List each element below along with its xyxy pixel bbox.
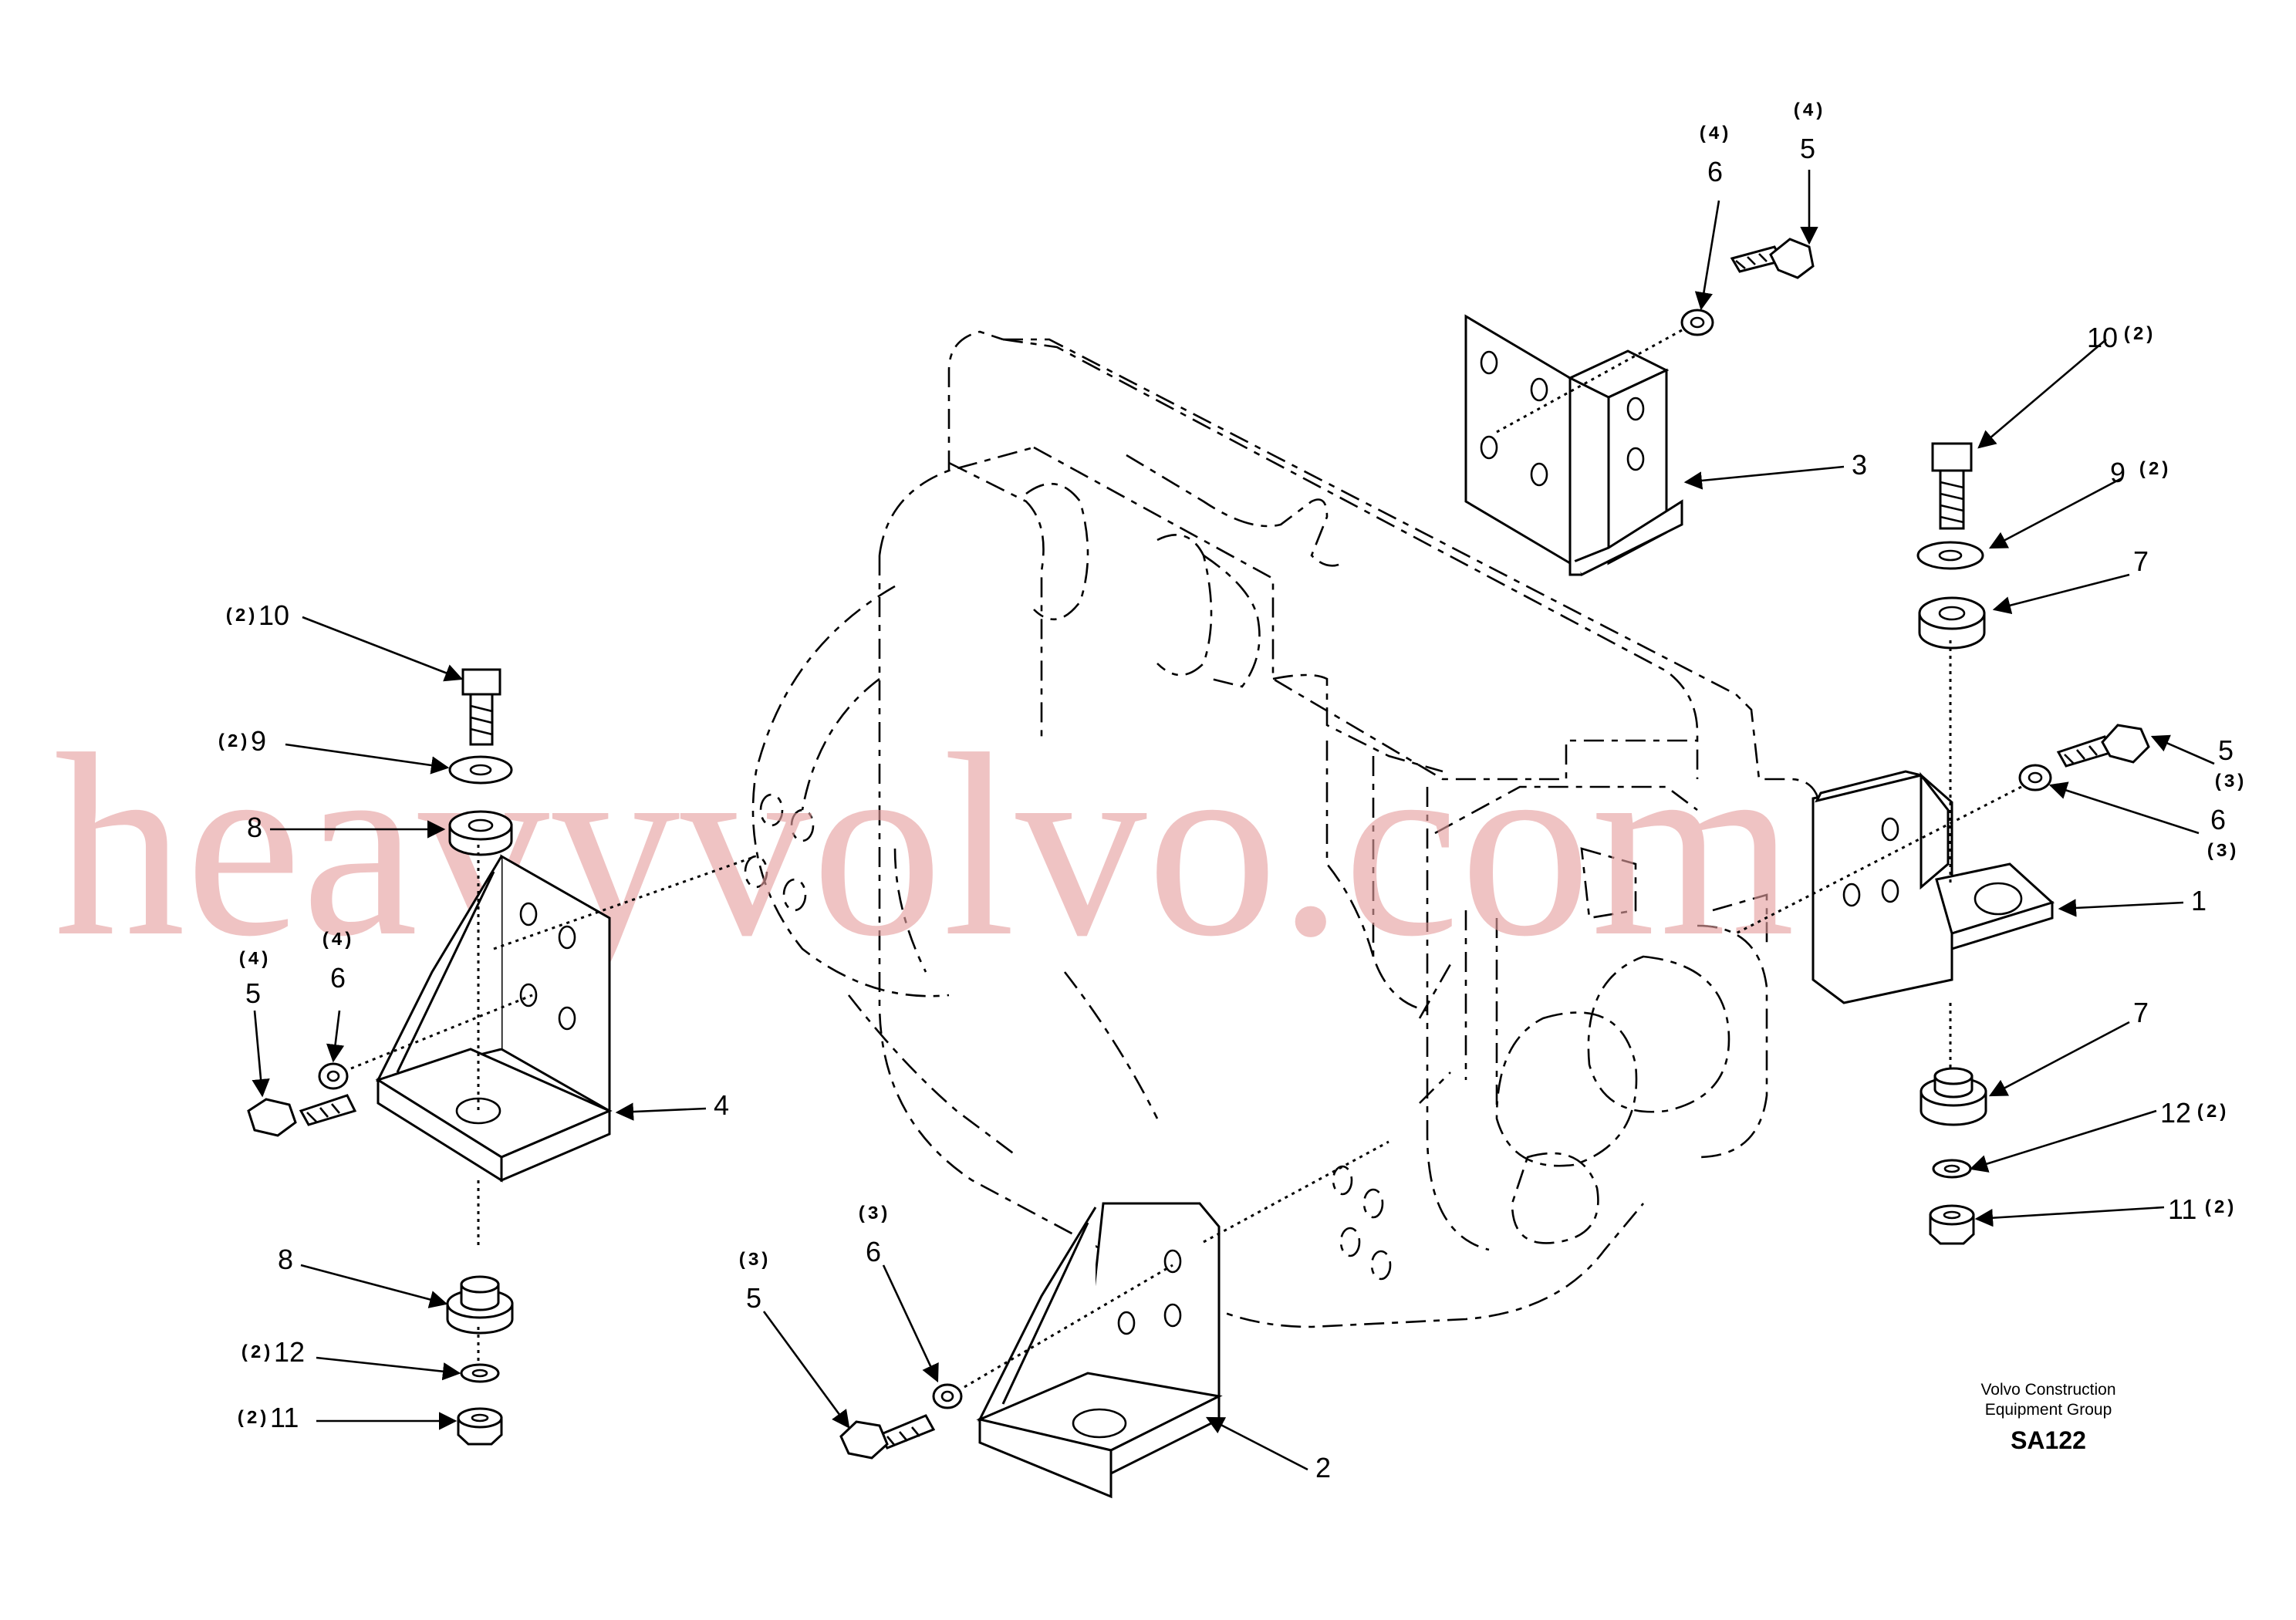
washer-9-left [448, 755, 513, 785]
bracket-4 [375, 854, 613, 1183]
company-name-line1: Volvo Construction [1980, 1381, 2115, 1399]
callout-label: 6 [2210, 804, 2226, 835]
callout-qty: (3) [737, 1250, 770, 1271]
company-name-line2: Equipment Group [1985, 1401, 2112, 1419]
callout-label: 5 [245, 977, 261, 1009]
washer-6-right [2018, 764, 2052, 791]
callout-label: 7 [2133, 997, 2149, 1028]
callout-qty: (3) [2213, 772, 2246, 793]
callout-qty: (2) [2122, 325, 2155, 346]
callout-qty: (2) [224, 606, 257, 627]
callout-label: 5 [746, 1282, 761, 1314]
bracket-2 [976, 1202, 1223, 1499]
callout-label: 10 [258, 599, 289, 631]
washer-6-left [318, 1062, 349, 1090]
washer-6-top [1680, 309, 1714, 336]
callout-label: 6 [866, 1236, 881, 1267]
callout-label: 2 [1315, 1452, 1331, 1483]
bracket-1 [1811, 770, 2055, 1004]
callout-label: 10 [2087, 322, 2118, 353]
washer-6-bottom [932, 1383, 963, 1409]
callout-qty: (2) [2195, 1102, 2228, 1123]
callout-label: 12 [2160, 1097, 2191, 1129]
bracket-3 [1464, 314, 1683, 576]
washer-12-right [1932, 1159, 1972, 1179]
bolt-5-top [1730, 238, 1815, 279]
callout-label: 12 [274, 1336, 305, 1368]
callout-qty: (2) [2203, 1198, 2236, 1219]
callout-label: 6 [1707, 156, 1723, 187]
bolt-5-bottom [839, 1414, 936, 1460]
callout-label: 5 [1800, 133, 1815, 164]
callout-leaders [252, 170, 2215, 1471]
bolt-10-right [1931, 442, 1973, 530]
title-block: Volvo Construction Equipment Group SA122 [1980, 1381, 2115, 1454]
bushing-8-left-bottom [446, 1275, 514, 1335]
callout-qty: (3) [2205, 842, 2238, 862]
drawing-code: SA122 [2011, 1426, 2086, 1454]
washer-9-right [1916, 541, 1984, 570]
callout-label: 5 [2218, 734, 2234, 766]
callout-label: 1 [2191, 885, 2207, 916]
bolt-10-left [461, 668, 501, 746]
callout-qty: (2) [239, 1343, 272, 1364]
callout-label: 9 [2110, 457, 2125, 488]
callout-label: 6 [330, 962, 346, 994]
callout-label: 3 [1852, 449, 1867, 481]
callout-label: 4 [714, 1089, 729, 1121]
callout-qty: (4) [320, 930, 353, 951]
callout-label: 9 [251, 725, 266, 757]
callout-qty: (2) [2137, 460, 2170, 481]
bolt-5-right [2056, 724, 2150, 768]
bushing-7-right-bottom [1920, 1067, 1987, 1126]
callout-label: 8 [247, 812, 262, 843]
callout-label: 11 [2168, 1193, 2196, 1225]
callout-qty: (4) [237, 950, 270, 970]
nut-11-left [457, 1407, 503, 1446]
callout-label: 8 [278, 1244, 293, 1275]
watermark: heavyvolvo.com [54, 700, 1795, 991]
callout-label: 7 [2133, 545, 2149, 577]
callout-qty: (2) [216, 732, 249, 753]
bolt-5-left [247, 1094, 357, 1137]
callout-labels: (4) 5 (4) 6 3 10 (2) 9 (2) 7 5 (3) 6 (3)… [216, 101, 2246, 1483]
callout-qty: (4) [1791, 101, 1825, 122]
nut-11-right [1929, 1204, 1975, 1245]
callout-qty: (4) [1697, 124, 1730, 145]
callout-qty: (2) [235, 1409, 268, 1429]
bushing-7-right-top [1918, 596, 1986, 650]
bushing-8-left-top [448, 810, 513, 856]
callout-label: 11 [270, 1402, 299, 1433]
callout-qty: (3) [856, 1204, 890, 1225]
washer-12-left [460, 1363, 500, 1383]
